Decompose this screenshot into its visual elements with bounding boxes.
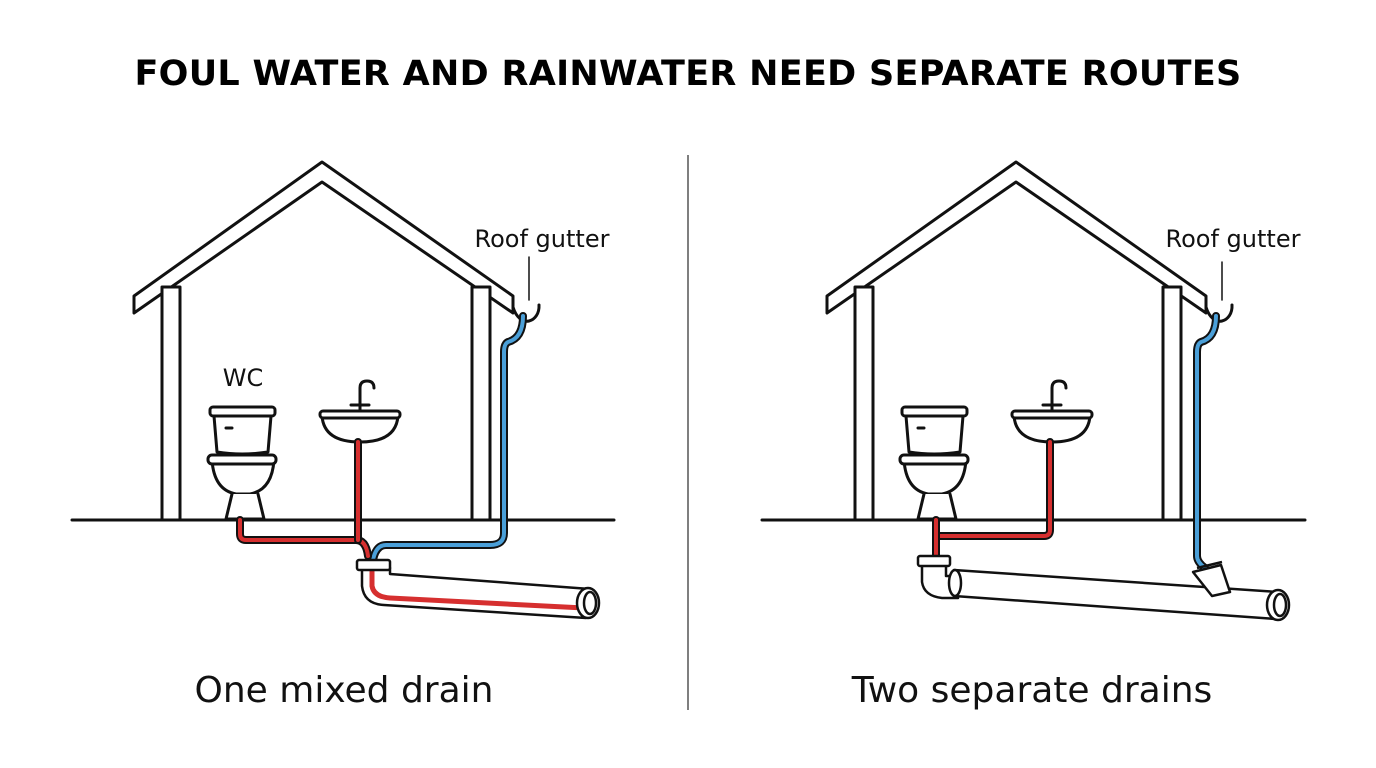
panel-mixed-drain [70,160,616,522]
house-wall-left [853,285,875,522]
drain-junction [355,558,392,572]
wash-basin [1010,379,1094,444]
house-wall-right [1161,285,1183,522]
caption-separate-drains: Two separate drains [851,670,1213,711]
foul-drain-junction [916,554,952,568]
wc-label: WC [223,364,264,392]
right-pipes [932,312,1220,572]
separate-drains [916,554,1291,622]
gutter-label: Roof gutter [475,225,610,253]
mixed-flow [369,570,585,611]
wash-basin [318,379,402,444]
roof-gutter [1204,303,1234,323]
left-pipes [236,312,527,564]
house-wall-right [470,285,492,522]
roof-gutter [511,303,541,323]
main-drain [952,568,1280,621]
gutter-label: Roof gutter [1166,225,1301,253]
rainwater-downpipe [369,312,527,564]
wc-toilet [206,405,278,521]
mixed-drain [355,558,601,620]
house-roof [132,160,515,315]
caption-mixed-drain: One mixed drain [194,670,494,711]
rainwater-downpipe [1193,312,1220,572]
panel-separate-drains [760,160,1307,522]
house-wall-left [160,285,182,522]
wc-toilet [898,405,970,521]
rainwater-connector [1191,563,1232,598]
house-roof [825,160,1208,315]
diagram-title: FOUL WATER AND RAINWATER NEED SEPARATE R… [134,54,1242,94]
